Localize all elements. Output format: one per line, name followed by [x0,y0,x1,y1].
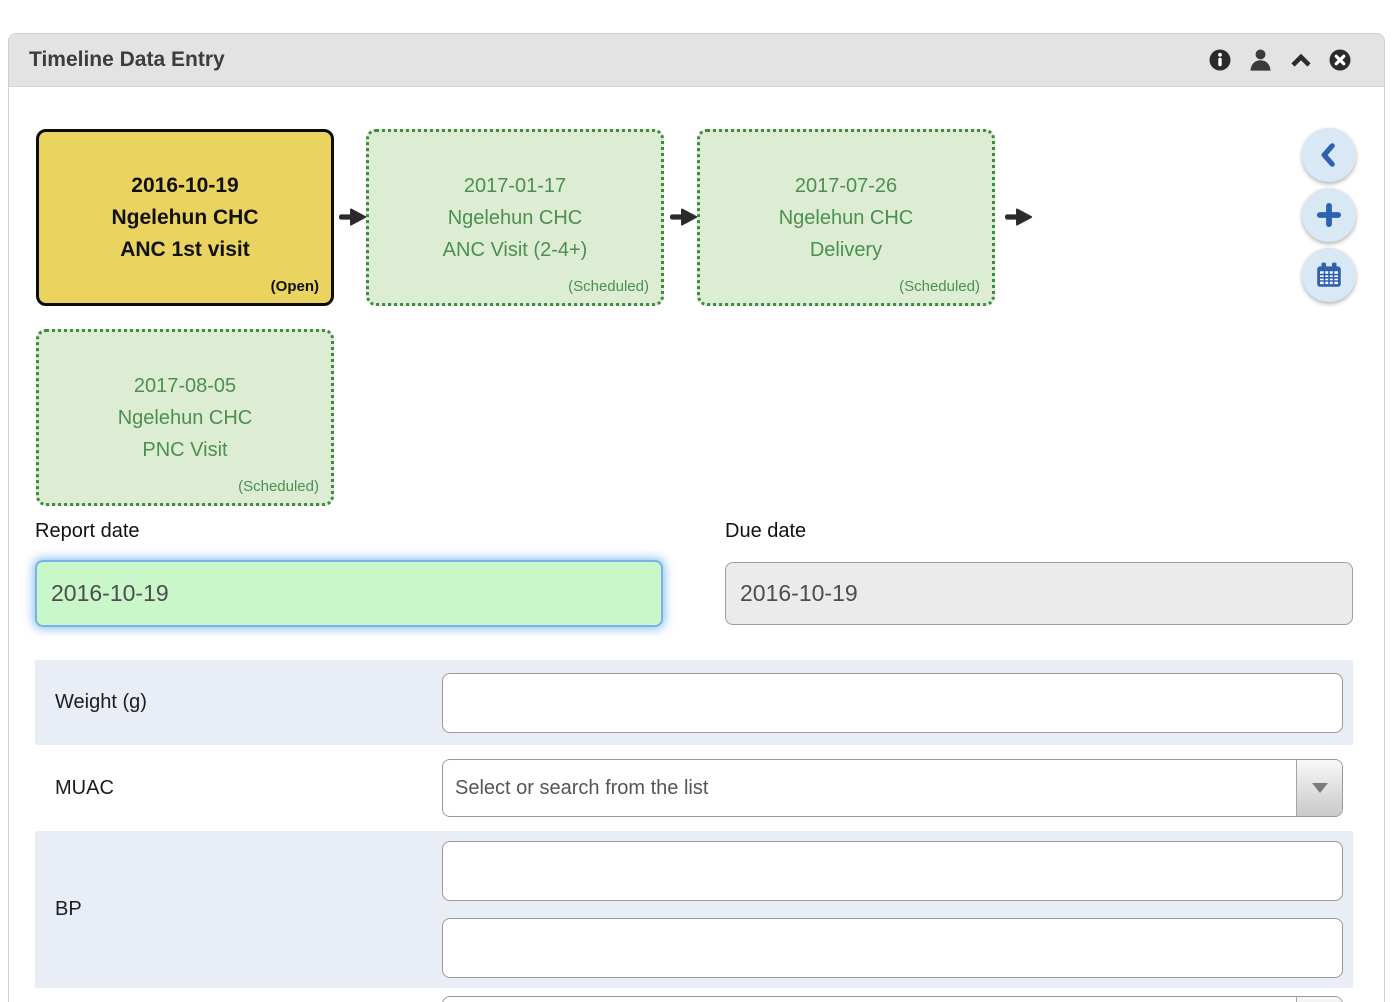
muac-select[interactable]: Select or search from the list [442,759,1343,817]
report-date-label: Report date [35,520,140,543]
timeline-event-card[interactable]: 2017-08-05 Ngelehun CHC PNC Visit (Sched… [36,329,334,506]
data-entry-form: Weight (g) MUAC Select or search from th… [35,660,1353,1002]
widget-titlebar: Timeline Data Entry [9,34,1384,87]
event-status: (Open) [271,278,319,295]
form-row-weight: Weight (g) [35,660,1353,745]
report-date-input[interactable] [35,560,663,627]
info-icon[interactable] [1208,48,1232,72]
event-org: Ngelehun CHC [443,202,588,234]
muac-label: MUAC [35,777,442,800]
muac-select-value: Select or search from the list [443,777,1296,800]
user-icon[interactable] [1247,47,1274,74]
arrow-right-icon [339,207,367,227]
close-icon[interactable] [1328,48,1352,72]
timeline-event-card[interactable]: 2017-07-26 Ngelehun CHC Delivery (Schedu… [697,129,995,306]
titlebar-icons [1208,47,1364,74]
due-date-input [725,562,1353,625]
timeline-event-card[interactable]: 2016-10-19 Ngelehun CHC ANC 1st visit (O… [36,129,334,306]
partial-select[interactable] [442,996,1343,1002]
form-row-partial [35,991,1353,1002]
arrow-right-icon [1005,207,1033,227]
event-status: (Scheduled) [238,478,319,495]
event-name: Delivery [779,234,914,266]
event-status: (Scheduled) [899,278,980,295]
bp-systolic-input[interactable] [442,841,1343,901]
timeline-event-card[interactable]: 2017-01-17 Ngelehun CHC ANC Visit (2-4+)… [366,129,664,306]
event-org: Ngelehun CHC [112,202,259,234]
weight-label: Weight (g) [35,691,442,714]
schedule-event-button[interactable] [1302,248,1356,302]
due-date-label: Due date [725,520,806,543]
widget-title: Timeline Data Entry [29,48,225,72]
chevron-down-icon[interactable] [1296,760,1342,816]
event-org: Ngelehun CHC [779,202,914,234]
event-status: (Scheduled) [568,278,649,295]
chevron-down-icon[interactable] [1296,997,1342,1002]
event-date: 2017-08-05 [118,370,253,402]
event-name: PNC Visit [118,434,253,466]
event-date: 2016-10-19 [112,170,259,202]
collapse-icon[interactable] [1289,48,1313,72]
event-date: 2017-01-17 [443,170,588,202]
bp-label: BP [35,898,442,921]
bp-diastolic-input[interactable] [442,918,1343,978]
previous-stage-button[interactable] [1302,128,1356,182]
weight-input[interactable] [442,673,1343,733]
event-name: ANC 1st visit [112,234,259,266]
form-row-muac: MUAC Select or search from the list [35,748,1353,828]
form-row-bp: BP [35,831,1353,988]
event-date: 2017-07-26 [779,170,914,202]
arrow-right-icon [670,207,698,227]
event-name: ANC Visit (2-4+) [443,234,588,266]
event-org: Ngelehun CHC [118,402,253,434]
add-event-button[interactable] [1302,188,1356,242]
